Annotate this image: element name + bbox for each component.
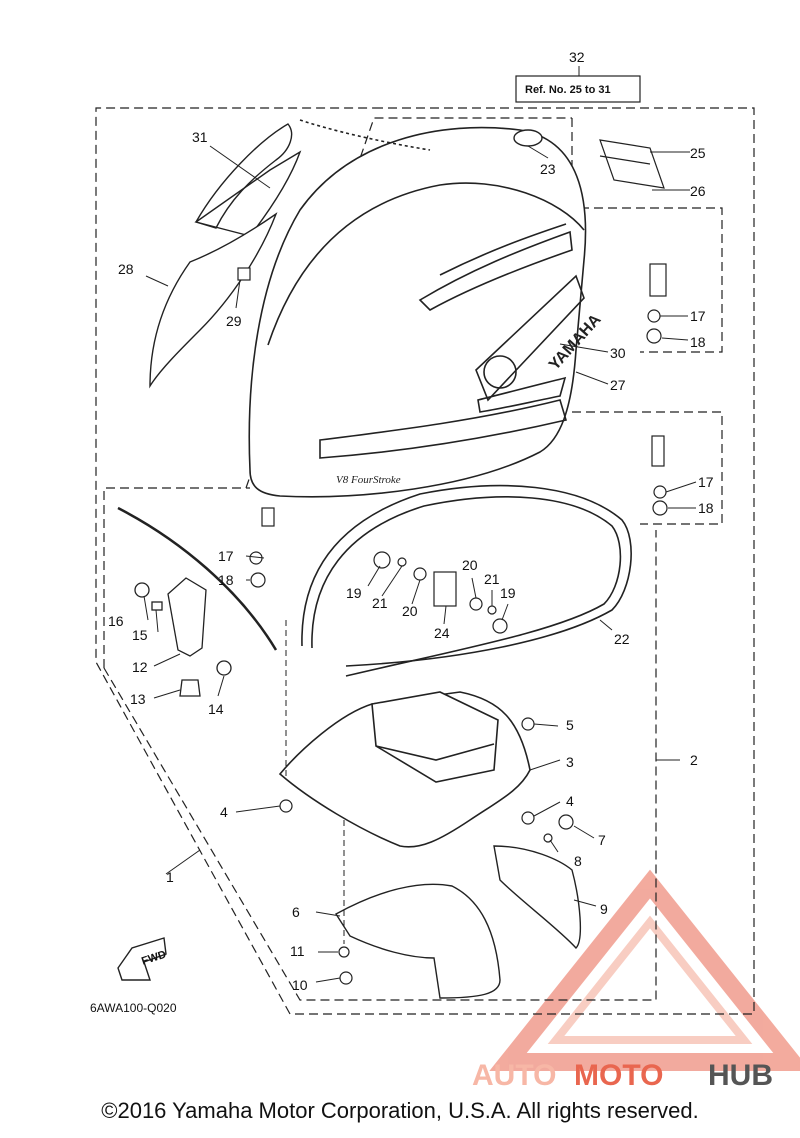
leader-lines bbox=[143, 145, 697, 983]
callout-12: 12 bbox=[132, 659, 148, 675]
callout-17a: 17 bbox=[218, 548, 234, 564]
callout-26: 26 bbox=[690, 183, 706, 199]
callout-labels: 32 Ref. No. 25 to 31 1 2 3 4 4 5 6 7 8 9… bbox=[90, 49, 714, 1015]
top-cowling bbox=[248, 119, 587, 498]
callout-29: 29 bbox=[226, 313, 242, 329]
watermark-logo bbox=[489, 869, 800, 1071]
part-23 bbox=[513, 129, 543, 147]
callout-20a: 20 bbox=[402, 603, 418, 619]
callout-22: 22 bbox=[614, 631, 630, 647]
lower-cover bbox=[335, 845, 582, 999]
callout-4b: 4 bbox=[566, 793, 574, 809]
diagram-code: 6AWA100-Q020 bbox=[90, 1001, 177, 1015]
callout-24: 24 bbox=[434, 625, 450, 641]
callout-16: 16 bbox=[108, 613, 124, 629]
copyright-text: ©2016 Yamaha Motor Corporation, U.S.A. A… bbox=[101, 1098, 699, 1123]
callout-9: 9 bbox=[600, 901, 608, 917]
callout-10: 10 bbox=[292, 977, 308, 993]
callout-27: 27 bbox=[610, 377, 626, 393]
callout-25: 25 bbox=[690, 145, 706, 161]
watermark-wordmark: AUTO MOTO HUB bbox=[472, 1059, 773, 1090]
decal-31 bbox=[194, 123, 302, 237]
callout-17b: 17 bbox=[690, 308, 706, 324]
fasteners bbox=[237, 263, 668, 985]
callout-14: 14 bbox=[208, 701, 224, 717]
callout-6: 6 bbox=[292, 904, 300, 920]
fwd-arrow: FWD bbox=[117, 937, 168, 981]
callout-1: 1 bbox=[166, 869, 174, 885]
callout-20b: 20 bbox=[462, 557, 478, 573]
callout-23: 23 bbox=[540, 161, 556, 177]
watermark-part1: AUTO bbox=[472, 1059, 556, 1090]
callout-19a: 19 bbox=[346, 585, 362, 601]
callout-19b: 19 bbox=[500, 585, 516, 601]
callout-18c: 18 bbox=[698, 500, 714, 516]
callout-11: 11 bbox=[290, 943, 305, 959]
callout-32: 32 bbox=[569, 49, 585, 65]
callout-13: 13 bbox=[130, 691, 146, 707]
part-25-26 bbox=[599, 139, 665, 189]
bottom-cowling bbox=[278, 691, 531, 848]
callout-18a: 18 bbox=[218, 572, 234, 588]
outline-group-1 bbox=[95, 107, 374, 1015]
callout-17c: 17 bbox=[698, 474, 714, 490]
callout-15: 15 bbox=[132, 627, 148, 643]
callout-4: 4 bbox=[220, 804, 228, 820]
parts-diagram: YAMAHA V8 FourStroke bbox=[90, 49, 800, 1090]
callout-3: 3 bbox=[566, 754, 574, 770]
callout-7: 7 bbox=[598, 832, 606, 848]
callout-28: 28 bbox=[118, 261, 134, 277]
callout-31: 31 bbox=[192, 129, 208, 145]
callout-8: 8 bbox=[574, 853, 582, 869]
rubber-seal bbox=[301, 484, 632, 677]
callout-18b: 18 bbox=[690, 334, 706, 350]
callout-5: 5 bbox=[566, 717, 574, 733]
ref-note-text: Ref. No. 25 to 31 bbox=[525, 84, 611, 96]
callout-21a: 21 bbox=[372, 595, 388, 611]
latch-assembly bbox=[117, 506, 278, 697]
decal-28 bbox=[149, 212, 278, 389]
callout-2: 2 bbox=[690, 752, 698, 768]
callout-21b: 21 bbox=[484, 571, 500, 587]
watermark-part3: HUB bbox=[708, 1059, 773, 1090]
watermark-part2: MOTO bbox=[574, 1059, 663, 1090]
model-text: V8 FourStroke bbox=[336, 474, 401, 486]
ref-note-box bbox=[515, 75, 641, 103]
callout-30: 30 bbox=[610, 345, 626, 361]
